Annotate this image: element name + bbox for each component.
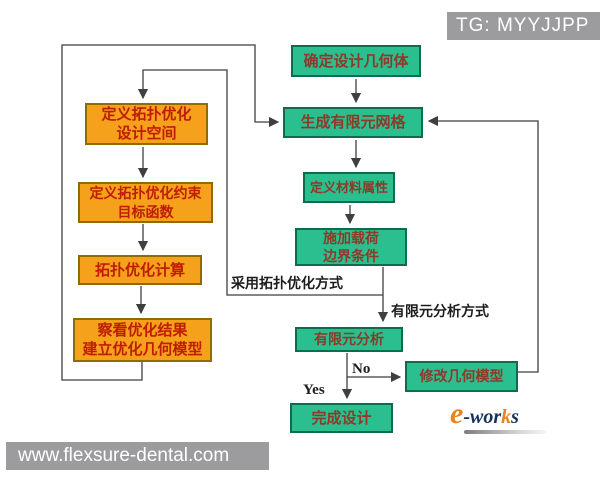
node-text: 施加载荷 <box>323 230 379 246</box>
node-text: 边界条件 <box>323 248 379 264</box>
node-define-design-space: 定义拓扑优化 设计空间 <box>85 103 208 145</box>
eworks-text: wor <box>470 406 502 428</box>
node-define-constraints-objective: 定义拓扑优化约束 目标函数 <box>78 182 213 223</box>
node-text: 完成设计 <box>311 409 372 427</box>
node-define-material: 定义材料属性 <box>303 172 395 203</box>
node-modify-geometry: 修改几何模型 <box>405 361 518 392</box>
tag-watermark: TG: MYYJJPP <box>447 12 600 40</box>
eworks-dash: - <box>463 406 470 428</box>
node-text: 设计空间 <box>116 125 177 142</box>
node-text: 有限元分析 <box>314 331 384 347</box>
node-generate-mesh: 生成有限元网格 <box>283 107 423 138</box>
node-fea-analysis: 有限元分析 <box>295 327 403 352</box>
eworks-e-swoosh-icon: e <box>450 397 464 430</box>
eworks-underline-swoosh <box>464 430 546 434</box>
label-yes: Yes <box>303 382 325 398</box>
node-determine-geometry: 确定设计几何体 <box>291 45 421 77</box>
loop-results-to-mesh <box>61 44 280 381</box>
website-watermark: www.flexsure-dental.com <box>6 442 269 470</box>
node-text: 修改几何模型 <box>419 368 504 384</box>
node-text: 目标函数 <box>117 203 174 220</box>
eworks-text-s: s <box>511 406 519 428</box>
node-text: 定义拓扑优化 <box>101 106 192 123</box>
loop-modify-to-mesh <box>427 115 539 373</box>
node-apply-loads-bc: 施加载荷 边界条件 <box>295 228 407 266</box>
eworks-text-k: k <box>501 406 512 428</box>
label-no: No <box>352 361 371 377</box>
node-text: 拓扑优化计算 <box>94 261 185 279</box>
node-view-results-build-model: 察看优化结果 建立优化几何模型 <box>73 318 212 362</box>
node-topology-computation: 拓扑优化计算 <box>78 255 202 285</box>
node-text: 生成有限元网格 <box>300 114 406 131</box>
label-topology-method: 采用拓扑优化方式 <box>231 275 343 291</box>
label-fea-method: 有限元分析方式 <box>391 303 489 319</box>
node-text: 察看优化结果 <box>97 322 188 339</box>
node-text: 定义拓扑优化约束 <box>89 184 202 201</box>
node-finish-design: 完成设计 <box>290 403 393 433</box>
node-text: 建立优化几何模型 <box>82 341 203 358</box>
node-text: 定义材料属性 <box>309 180 388 195</box>
node-text: 确定设计几何体 <box>303 52 409 70</box>
branch-topo-path <box>137 69 383 296</box>
